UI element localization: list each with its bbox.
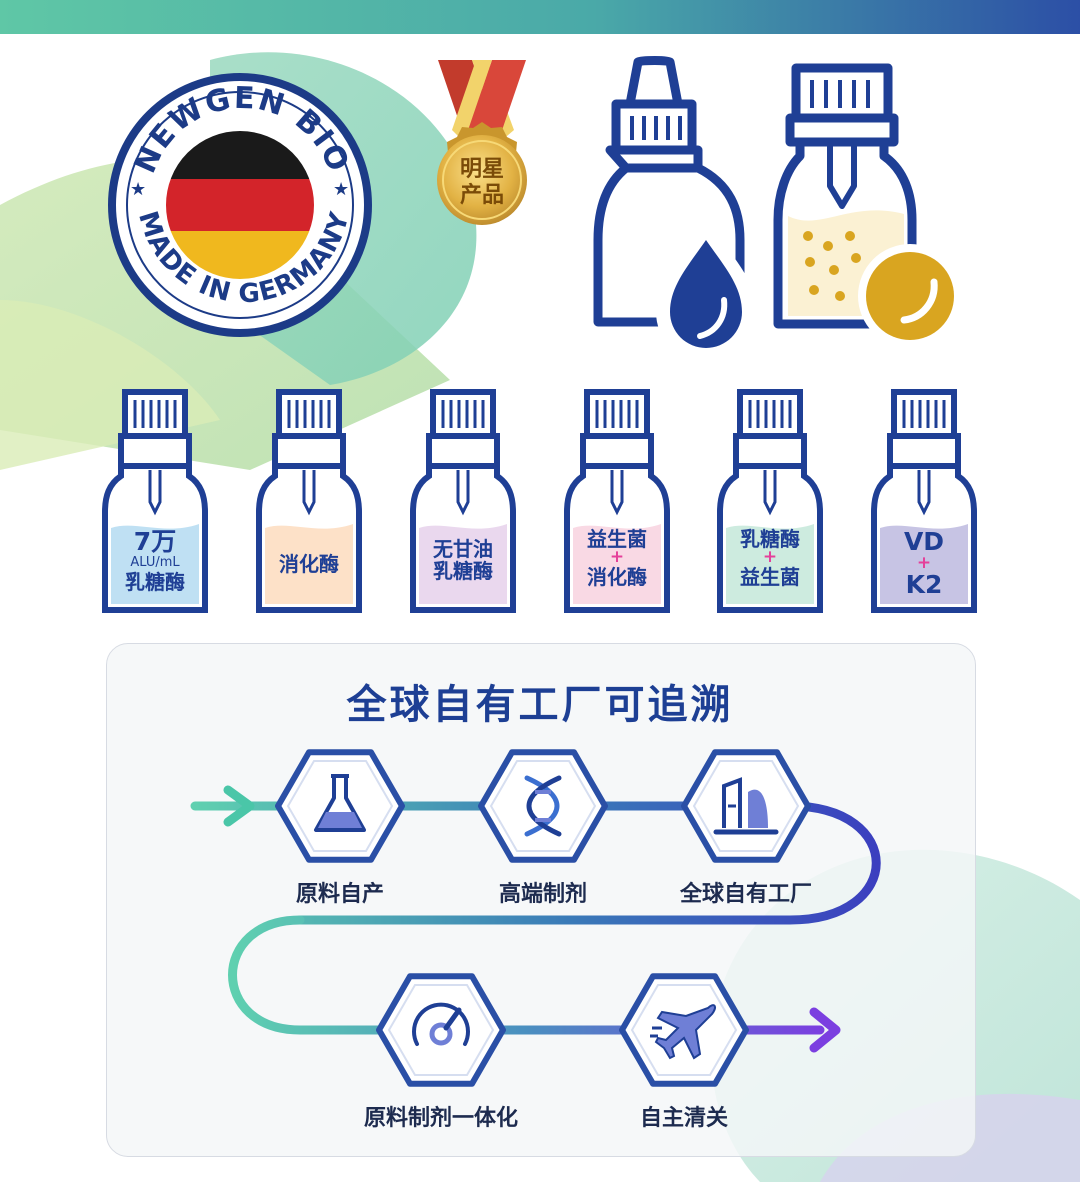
arrow-right-icon — [809, 1007, 841, 1053]
airplane-icon — [650, 1004, 716, 1060]
arrow-right-icon — [223, 785, 255, 827]
product-bottle-icon — [564, 389, 670, 613]
medal-line2: 产品 — [460, 183, 504, 208]
bottle-label-line: K2 — [905, 570, 943, 600]
step-hexagon — [619, 973, 749, 1087]
step-label: 全球自有工厂 — [679, 882, 812, 907]
bottle-label: 益生菌+消化酶 — [577, 528, 657, 588]
medal-line1: 明星 — [460, 157, 504, 182]
bottle-label-line: + — [916, 553, 932, 573]
bottle-label-line: 乳糖酶 — [433, 559, 493, 584]
bottle-label: 消化酶 — [269, 552, 349, 576]
drop-icon — [655, 217, 757, 362]
product-bottle-icon — [102, 389, 208, 613]
bottle-label: 乳糖酶+益生菌 — [730, 528, 810, 588]
step-label: 高端制剂 — [498, 882, 587, 907]
ribbon-icon — [438, 60, 526, 142]
factory-icon — [713, 777, 779, 835]
bottle-label-line: 消化酶 — [587, 564, 647, 589]
product-bottle-icon — [410, 389, 516, 613]
flow-path-bottom — [228, 915, 825, 1035]
step-hexagon — [376, 973, 506, 1087]
product-bottles — [102, 389, 977, 613]
bottle-label-line: 益生菌 — [587, 527, 647, 551]
gauge-icon — [412, 1002, 470, 1046]
bottle-label-line: 无甘油 — [433, 537, 493, 561]
bottle-label-line: ALU/mL — [130, 555, 180, 570]
flow-path-top — [190, 801, 881, 925]
step-hexagon — [478, 749, 608, 863]
bottle-label-line: 消化酶 — [279, 552, 339, 576]
step-label: 原料自产 — [295, 882, 384, 907]
top-banner-bar — [0, 0, 1080, 34]
traceability-panel — [106, 643, 976, 1157]
bottle-label-line: 益生菌 — [740, 564, 800, 589]
dots-icon — [803, 231, 861, 301]
star-product-medal: 明星 产品 — [437, 60, 527, 225]
product-bottle-icon — [717, 389, 823, 613]
bottle-label-line: + — [762, 547, 778, 568]
bottle-label-line: VD — [903, 527, 945, 556]
dna-icon — [524, 775, 562, 837]
step-hexagon — [275, 749, 405, 863]
made-in-germany-seal: NEWGEN BIO MADE IN GERMANY ★ ★ — [108, 73, 372, 337]
product-bottle-icon — [256, 389, 362, 613]
bottle-label-line: 乳糖酶 — [125, 569, 185, 594]
capsule-icon — [858, 244, 962, 348]
bottle-label-line: 乳糖酶 — [740, 527, 800, 551]
star-icon: ★ — [130, 179, 146, 200]
bottle-label: 无甘油乳糖酶 — [423, 538, 503, 583]
bottle-label: VD+K2 — [884, 528, 964, 599]
traceability-title: 全球自有工厂可追溯 — [346, 682, 734, 728]
step-hexagon — [681, 749, 811, 863]
step-label: 原料制剂一体化 — [363, 1106, 518, 1131]
step-label: 自主清关 — [639, 1106, 728, 1131]
bottle-label-line: + — [609, 547, 625, 568]
product-icons — [593, 56, 962, 362]
flask-icon — [314, 774, 366, 832]
bottle-label-line: 7万 — [133, 527, 177, 556]
product-bottle-icon — [871, 389, 977, 613]
star-icon: ★ — [333, 179, 349, 200]
